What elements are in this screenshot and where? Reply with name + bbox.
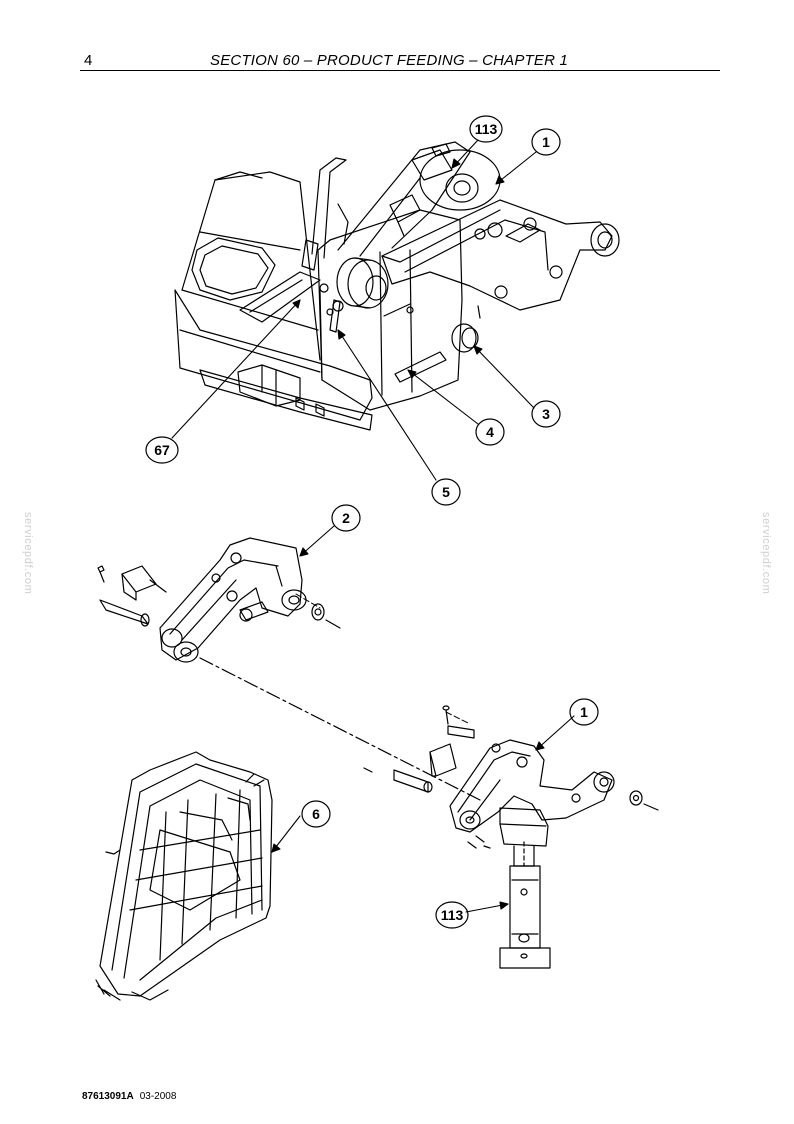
- callout-67: 67: [145, 436, 179, 464]
- document-code: 87613091A: [82, 1091, 134, 1102]
- alignment-line: [199, 657, 481, 801]
- svg-text:113: 113: [475, 121, 498, 137]
- svg-text:6: 6: [312, 806, 320, 822]
- svg-text:5: 5: [442, 484, 450, 500]
- watermark-left: servicepdf.com: [22, 512, 34, 595]
- callout-3: 3: [531, 400, 561, 428]
- svg-text:1: 1: [542, 134, 550, 150]
- callout-1-top: 1: [531, 128, 561, 156]
- svg-text:3: 3: [542, 406, 550, 422]
- callout-6: 6: [301, 800, 331, 828]
- svg-text:2: 2: [342, 510, 350, 526]
- svg-text:1: 1: [580, 704, 588, 720]
- svg-text:67: 67: [154, 442, 170, 458]
- frame-drawing: [95, 751, 273, 1001]
- page-header: 4 SECTION 60 – PRODUCT FEEDING – CHAPTER…: [80, 48, 720, 71]
- svg-text:113: 113: [441, 907, 464, 923]
- middle-arm-drawing: [97, 537, 341, 663]
- callout-1-bottom: 1: [569, 698, 599, 726]
- leader-lines: [171, 139, 575, 913]
- callout-5: 5: [431, 478, 461, 506]
- top-assembly-drawing: [174, 141, 620, 431]
- page-number: 4: [84, 52, 93, 69]
- section-title: SECTION 60 – PRODUCT FEEDING – CHAPTER 1: [210, 52, 569, 69]
- watermark-right: servicepdf.com: [760, 512, 772, 595]
- callout-4: 4: [475, 418, 505, 446]
- svg-text:4: 4: [486, 424, 494, 440]
- lower-arm-drawing: [363, 705, 659, 969]
- callout-113-bottom: 113: [435, 901, 469, 929]
- callout-2: 2: [331, 504, 361, 532]
- page-footer: 87613091A 03-2008: [82, 1091, 176, 1102]
- document-date: 03-2008: [139, 1091, 177, 1102]
- callout-113-top: 113: [469, 115, 503, 143]
- header-rule: [80, 70, 720, 71]
